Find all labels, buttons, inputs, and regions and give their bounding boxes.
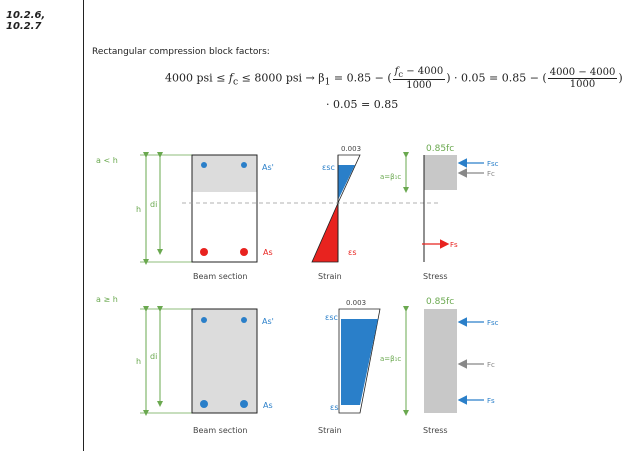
case-label-2: a ≥ h	[96, 295, 118, 304]
stress-top-label-1: 0.85fc	[426, 144, 454, 154]
h-label-2: h	[136, 357, 141, 366]
es-label-2: εs	[330, 403, 339, 412]
as-top-label-2: As'	[262, 317, 274, 326]
strain-label-2: Strain	[318, 426, 342, 435]
frac-den: 1000	[406, 80, 432, 91]
formula-line-2: · 0.05 = 0.85	[326, 98, 399, 111]
heading: Rectangular compression block factors:	[92, 47, 270, 57]
frac-num-tail: − 4000	[403, 66, 444, 77]
strain-top-label-1: 0.003	[341, 145, 361, 153]
formula-eq1: = 0.85 − (	[330, 71, 392, 85]
formula-fc: f	[228, 71, 233, 85]
diagram-2: a ≥ h h di As' As Beam section 0.003 εsc…	[96, 295, 499, 435]
top-rebar-left-1	[201, 162, 207, 168]
strain-tension-1	[311, 202, 339, 263]
strain-top-label-2: 0.003	[346, 299, 366, 307]
section-label-2: Beam section	[193, 426, 247, 435]
di-label-2: di	[150, 352, 157, 361]
fc-label-1: Fc	[487, 170, 495, 178]
formula-fc-sub: c	[232, 76, 239, 88]
fsc-label-2: Fsc	[487, 319, 499, 327]
fraction-1: fc − 4000 1000	[392, 66, 446, 91]
stress-top-label-2: 0.85fc	[426, 297, 454, 307]
formula-lhs: 4000 psi ≤	[165, 71, 229, 85]
frac-num-sub: c	[398, 69, 404, 79]
strain-block-2	[341, 319, 378, 405]
case-label-1: a < h	[96, 156, 118, 165]
a-label-1: a=β₁c	[380, 173, 401, 181]
a-label-2: a=β₁c	[380, 355, 401, 363]
stress-label-2: Stress	[423, 426, 448, 435]
top-rebar-right-2	[241, 317, 247, 323]
frac2-num: 4000 − 4000	[547, 67, 618, 79]
section-label-1: Beam section	[193, 272, 247, 281]
h-label-1: h	[136, 205, 141, 214]
formula-beta-sub: 1	[324, 76, 331, 88]
fs-label-1: Fs	[450, 241, 458, 249]
formula-eq2: ) · 0.05 = 0.85 − (	[446, 71, 547, 85]
frac2-den: 1000	[569, 79, 596, 90]
column-divider	[83, 0, 84, 451]
as-top-label-1: As'	[262, 163, 274, 172]
stress-block-1	[424, 155, 457, 190]
esc-label-2: εsc	[325, 313, 338, 322]
fsc-label-1: Fsc	[487, 160, 499, 168]
top-rebar-right-1	[241, 162, 247, 168]
bottom-rebar-left-1	[200, 248, 208, 256]
diagram-1: a < h h di As' As Beam section 0.003 εsc…	[96, 144, 499, 281]
stress-block-2	[424, 309, 457, 413]
formula-mid: ≤ 8000 psi → β	[238, 71, 325, 85]
bottom-rebar-right-1	[240, 248, 248, 256]
es-label-1: εs	[348, 248, 357, 257]
fs-label-2: Fs	[487, 397, 495, 405]
as-bot-label-2: As	[263, 401, 273, 410]
stress-label-1: Stress	[423, 272, 448, 281]
compression-zone-1	[192, 155, 257, 192]
strain-compression-1	[338, 165, 355, 200]
di-label-1: di	[150, 200, 157, 209]
formula-line-1: 4000 psi ≤ fc ≤ 8000 psi → β1 = 0.85 − (…	[165, 66, 623, 91]
top-rebar-left-2	[201, 317, 207, 323]
strain-label-1: Strain	[318, 272, 342, 281]
frac-num-f: f	[394, 66, 399, 77]
bottom-rebar-right-2	[240, 400, 248, 408]
left-column: 10.2.6, 10.2.7	[0, 0, 84, 451]
beam-section-2	[191, 308, 258, 414]
section-reference: 10.2.6, 10.2.7	[6, 10, 46, 32]
as-bot-label-1: As	[263, 248, 273, 257]
esc-label-1: εsc	[322, 163, 335, 172]
bottom-rebar-left-2	[200, 400, 208, 408]
formula-eq3: )	[618, 71, 623, 85]
fc-label-2: Fc	[487, 361, 495, 369]
